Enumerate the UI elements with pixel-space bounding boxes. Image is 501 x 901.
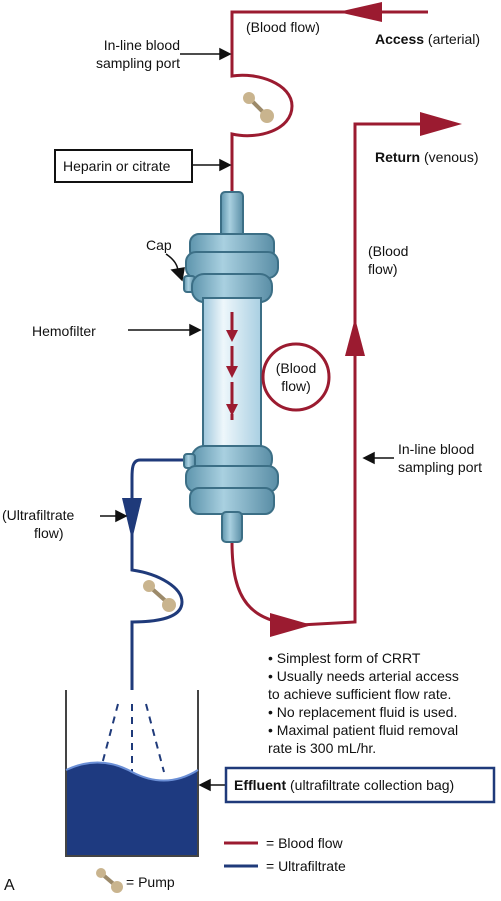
legend-pump-label: = Pump	[126, 874, 175, 890]
legend: = Blood flow = Ultrafiltrate = Pump	[96, 835, 346, 893]
heparin-label: Heparin or citrate	[63, 158, 171, 174]
ultrafiltrate-flow-label-2: flow)	[34, 525, 64, 541]
legend-pump-icon	[96, 868, 123, 893]
blood-flow-circle-label: (Blood	[276, 360, 316, 376]
inline-port-right-label-2: sampling port	[398, 459, 482, 475]
effluent-drip	[99, 703, 165, 778]
access-label: Access (arterial)	[375, 31, 480, 47]
return-up-arrow	[345, 318, 365, 356]
note-item: • Maximal patient fluid removal	[268, 722, 458, 738]
inline-port-top-label-2: sampling port	[96, 55, 180, 71]
inline-port-right-label: In-line blood	[398, 441, 474, 457]
return-arrow	[420, 112, 462, 136]
access-arrow	[338, 2, 382, 22]
hemofilter	[183, 191, 279, 543]
ultrafiltrate-flow-label: (Ultrafiltrate	[2, 507, 75, 523]
panel-letter: A	[4, 877, 15, 894]
hemofilter-label: Hemofilter	[32, 323, 96, 339]
note-item: • Simplest form of CRRT	[268, 650, 421, 666]
notes-list: • Simplest form of CRRT • Usually needs …	[268, 650, 459, 756]
inline-port-top-label: In-line blood	[104, 37, 180, 53]
ultrafiltrate-arrow	[122, 498, 142, 540]
legend-blood-label: = Blood flow	[266, 835, 344, 851]
blood-flow-right-label: (Blood	[368, 243, 408, 259]
blood-flow-top-label: (Blood flow)	[246, 19, 320, 35]
note-item: • No replacement fluid is used.	[268, 704, 457, 720]
pump-icon	[143, 580, 176, 612]
note-item: rate is 300 mL/hr.	[268, 740, 376, 756]
blood-flow-right-label-2: flow)	[368, 261, 398, 277]
note-item: • Usually needs arterial access	[268, 668, 459, 684]
note-item: to achieve sufficient flow rate.	[268, 686, 451, 702]
cap-label: Cap	[146, 237, 172, 253]
return-bottom-arrow	[270, 613, 312, 637]
return-label: Return (venous)	[375, 149, 478, 165]
effluent-bag	[65, 690, 199, 857]
blood-flow-circle	[261, 342, 331, 412]
effluent-box	[224, 766, 496, 804]
effluent-label: Effluent (ultrafiltrate collection bag)	[234, 777, 454, 793]
heparin-box	[54, 149, 193, 183]
pump-icon	[243, 92, 274, 123]
legend-ultrafiltrate-label: = Ultrafiltrate	[266, 858, 346, 874]
ultrafiltrate-circuit	[130, 458, 190, 690]
blood-flow-circle-label-2: flow)	[281, 378, 311, 394]
